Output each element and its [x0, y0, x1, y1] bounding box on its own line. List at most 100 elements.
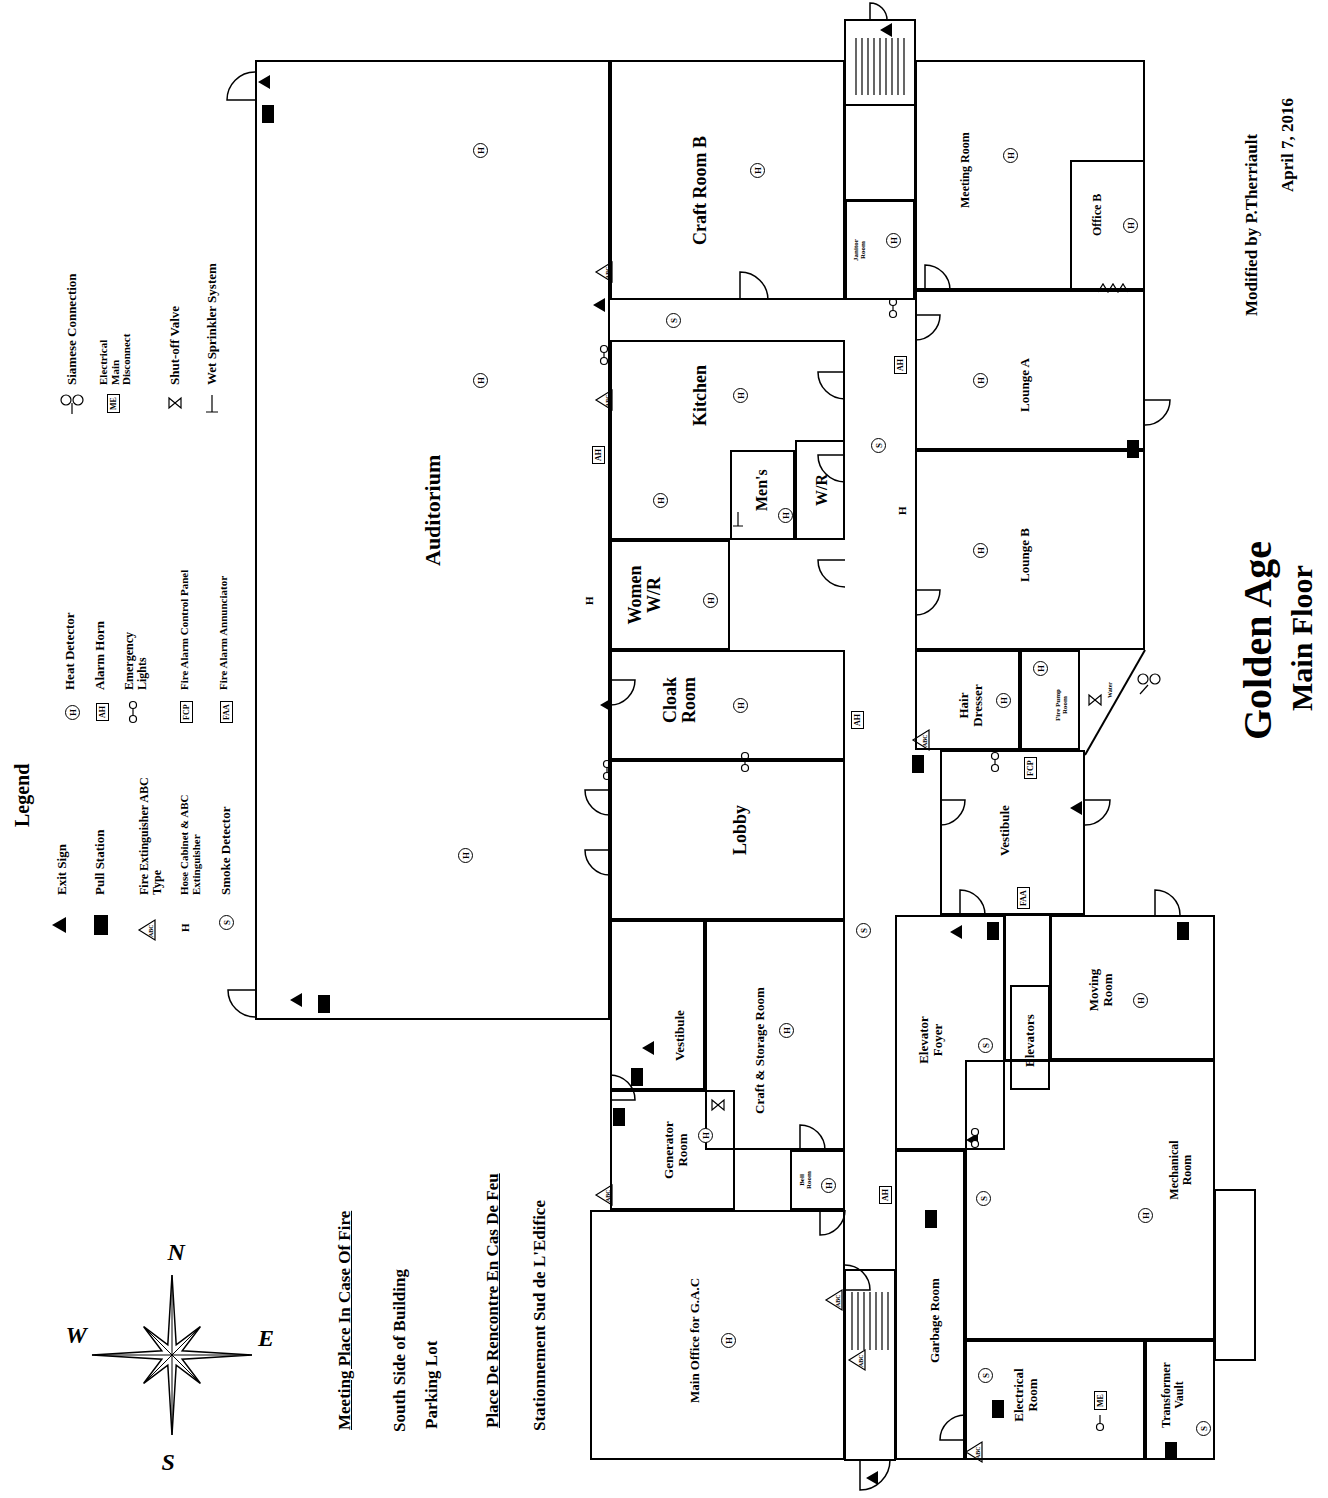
panel-symbol: AH: [851, 711, 864, 729]
room-outline: Elevator Foyer: [895, 915, 1005, 1150]
detector-symbol: H: [1123, 218, 1138, 233]
emergency-lights: [130, 299, 1104, 1431]
detector-symbol: H: [698, 1128, 713, 1143]
room-name: Auditorium: [421, 454, 444, 565]
plan-label: ABC: [605, 1189, 611, 1202]
legend-text: Hose Cabinet & ABC Extinguisher: [179, 790, 202, 895]
detector-symbol: H: [703, 593, 718, 608]
room-outline: Lounge B: [915, 450, 1145, 650]
plan-label: N: [168, 1240, 185, 1265]
compass-ray: [172, 1327, 200, 1355]
panel-symbol: AH: [592, 446, 605, 464]
detector-symbol: H: [458, 848, 473, 863]
legend-text: Alarm Horn: [93, 621, 107, 690]
sprinkler-symbols: [206, 284, 1128, 526]
detector-symbol: H: [996, 693, 1011, 708]
plan-label: W: [66, 1323, 87, 1348]
room-outline: Lobby: [610, 760, 845, 920]
room-outline: Transformer Vault: [1145, 1340, 1215, 1460]
detector-symbol: H: [473, 373, 488, 388]
detector-symbol: H: [779, 1023, 794, 1038]
room-outline: Mechanical Room: [965, 1060, 1215, 1340]
legend-text: Fire Alarm Annunciator: [218, 576, 230, 690]
detector-symbol: S: [978, 1368, 993, 1383]
legend-text: Exit Sign: [55, 844, 69, 895]
room-name: Mechanical Room: [1168, 1130, 1193, 1210]
room-outline: Meeting RoomOffice B: [915, 60, 1145, 290]
detector-symbol: H: [886, 233, 901, 248]
room-name: Meeting Room: [959, 132, 972, 208]
room-outline: Moving Room: [1050, 915, 1215, 1060]
room-name: Vestibule: [998, 805, 1012, 856]
shut-off-valves: [169, 398, 1101, 1110]
room-name: Main Office for G.A.C: [688, 1277, 702, 1402]
room-name: Elevators: [1023, 1014, 1037, 1067]
room-outline: KitchenMen's W/R: [610, 340, 845, 540]
room-name: Craft & Storage Room: [753, 987, 767, 1114]
plan-label: Place De Rencontre En Cas De Feu: [484, 1173, 502, 1428]
legend-text: Fire Alarm Control Panel: [179, 570, 191, 690]
legend-text: Fire Extinguisher ABC Type: [138, 777, 163, 895]
plan-label: ABC: [858, 1354, 864, 1367]
compass-ray: [172, 1275, 173, 1355]
room-outline: Fire Pump Room: [1020, 650, 1080, 750]
compass-ray: [172, 1355, 252, 1356]
detector-symbol: H: [821, 1178, 836, 1193]
panel-symbol: FAA: [220, 701, 233, 723]
detector-symbol: S: [976, 1191, 991, 1206]
room-name: Electrical Room: [1012, 1360, 1039, 1430]
room-name: Janitor Room: [853, 230, 868, 270]
plan-label: ABC: [605, 266, 611, 279]
room-name: Garbage Room: [928, 1278, 942, 1363]
panel-symbol: AH: [879, 1186, 892, 1204]
detector-symbol: H: [750, 163, 765, 178]
detector-symbol: S: [219, 915, 234, 930]
room-outline: Auditorium: [255, 60, 610, 1020]
detector-symbol: H: [1138, 1208, 1153, 1223]
plan-label: ABC: [605, 394, 611, 407]
legend-text: Wet Sprinkler System: [205, 263, 219, 385]
room-name: Kitchen: [691, 365, 710, 426]
legend-text: Pull Station: [93, 830, 107, 895]
room-name: Men's: [754, 469, 771, 511]
room-outline: Generator Room: [610, 1090, 735, 1210]
panel-symbol: FAA: [1017, 887, 1030, 909]
room-outline: Vestibule: [940, 750, 1085, 915]
room-outline: Craft Room B: [610, 60, 845, 300]
legend-text: Emergency Lights: [123, 620, 148, 690]
room-outline: Craft & Storage Room: [705, 920, 845, 1150]
plan-label: H: [180, 923, 192, 932]
room-name: Office B: [1091, 194, 1104, 236]
panel-symbol: ME: [1094, 1391, 1107, 1410]
detector-symbol: H: [973, 543, 988, 558]
legend-text: Siamese Connection: [65, 273, 79, 385]
room-name: Craft Room B: [691, 136, 710, 245]
detector-symbol: S: [856, 923, 871, 938]
room-name: W/R: [814, 474, 831, 506]
room-name: Hair Dresser: [957, 678, 984, 733]
plan-label: Legend: [12, 763, 33, 826]
panel-symbol: AH: [894, 356, 907, 374]
room-outline: Main Office for G.A.C: [590, 1210, 845, 1460]
fire-extinguishers: [139, 262, 982, 1462]
detector-symbol: S: [978, 1038, 993, 1053]
plan-label: Main Floor: [1286, 565, 1318, 711]
room-outline: Elevators: [1010, 985, 1050, 1090]
room-outline: Janitor Room: [845, 200, 915, 300]
detector-symbol: H: [973, 373, 988, 388]
plan-label: Water: [1107, 682, 1113, 698]
legend-text: Smoke Detector: [219, 807, 233, 895]
detector-symbol: S: [1196, 1421, 1211, 1436]
plan-label: Meeting Place In Case Of Fire: [336, 1210, 354, 1429]
detector-symbol: H: [1133, 993, 1148, 1008]
detector-symbol: H: [653, 493, 668, 508]
plan-label: ABC: [922, 734, 928, 747]
doors: [227, 3, 1180, 1490]
detector-symbol: H: [65, 705, 80, 720]
room-name: Lobby: [731, 805, 750, 855]
plan-label: H: [584, 596, 596, 605]
pull-stations: [94, 105, 1189, 1460]
legend-text: Heat Detector: [63, 612, 77, 690]
plan-label: April 7, 2016: [1279, 98, 1297, 192]
